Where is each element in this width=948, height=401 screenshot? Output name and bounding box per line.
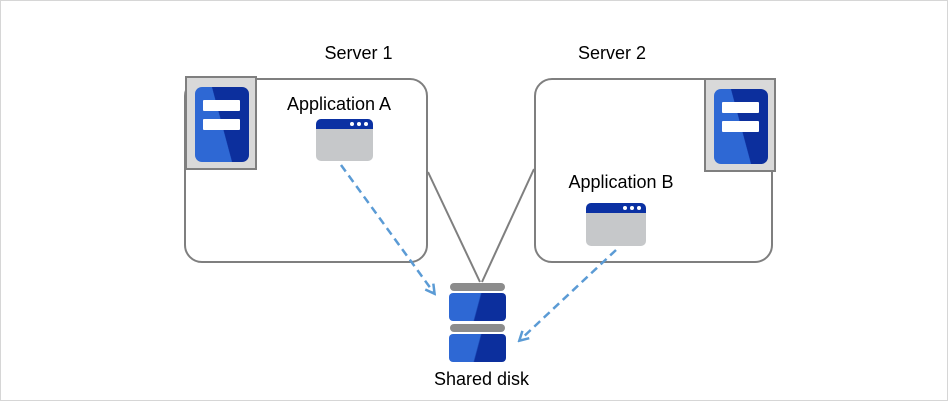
server2-to-disk-line <box>481 168 535 283</box>
tower-server-icon <box>185 76 257 170</box>
window-dots-icon <box>623 206 641 210</box>
window-dots-icon <box>350 122 368 126</box>
application-a-label: Application A <box>286 94 392 114</box>
disk-cap <box>450 283 505 291</box>
app-titlebar <box>586 203 646 213</box>
app-window-icon <box>586 203 646 246</box>
app-window-icon <box>316 119 373 161</box>
disk-cap <box>450 324 505 332</box>
tower-slot <box>203 100 240 111</box>
server2-label: Server 2 <box>577 43 647 63</box>
disk-stack-icon <box>449 283 506 362</box>
server1-label: Server 1 <box>324 43 393 63</box>
tower-body <box>714 89 768 164</box>
tower-server-icon <box>704 78 776 172</box>
app-titlebar <box>316 119 373 129</box>
tower-body <box>195 87 249 162</box>
tower-slot <box>722 121 759 132</box>
disk-unit <box>449 334 506 362</box>
shared-disk-label: Shared disk <box>433 369 530 389</box>
disk-unit <box>449 293 506 321</box>
tower-slot <box>722 102 759 113</box>
app-b-to-disk-arrow <box>520 249 617 340</box>
tower-slot <box>203 119 240 130</box>
application-b-label: Application B <box>568 172 674 192</box>
server1-to-disk-line <box>427 171 481 283</box>
